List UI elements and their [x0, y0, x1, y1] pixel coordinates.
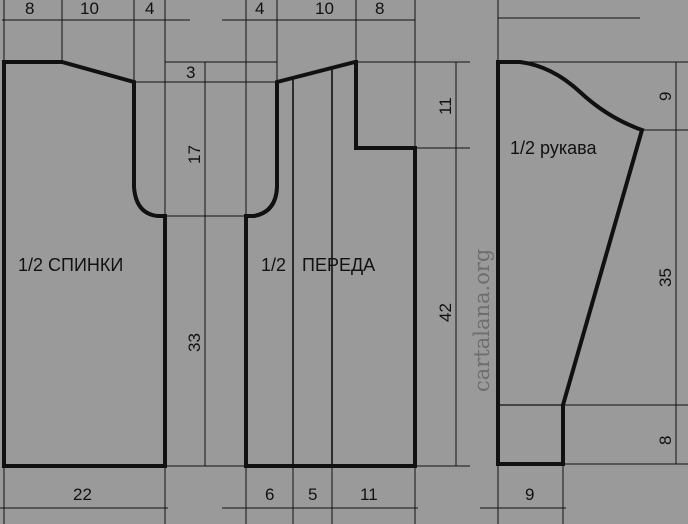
- dimension-labels: 8 10 4 4 10 8 3 17 33 11 42 9 35 8 22 6 …: [25, 0, 675, 504]
- dim-front-bottom-11: 11: [360, 485, 378, 504]
- dim-sleeve-right-9: 9: [656, 92, 675, 101]
- label-front: ПЕРЕДА: [302, 255, 375, 275]
- dim-sleeve-right-35: 35: [656, 268, 675, 287]
- dim-front-right-11: 11: [436, 97, 455, 115]
- dim-front-top-mid: 10: [315, 0, 334, 18]
- dim-front-right-42: 42: [436, 303, 455, 322]
- dim-front-top-left: 4: [255, 0, 264, 18]
- watermark: cartalana.org: [470, 249, 494, 392]
- dim-back-top-right: 4: [145, 0, 154, 18]
- dim-back-top-left: 8: [25, 0, 34, 18]
- dim-front-top-right: 8: [375, 0, 384, 18]
- front-outline: [244, 60, 417, 468]
- sleeve-piece: [496, 60, 645, 466]
- back-outline: [2, 60, 167, 468]
- dim-sleeve-right-8: 8: [656, 436, 675, 445]
- dim-center-17: 17: [185, 145, 204, 164]
- dim-sleeve-bottom: 9: [525, 485, 534, 504]
- sleeve-outline: [496, 60, 645, 466]
- dim-center-33: 33: [185, 333, 204, 352]
- dim-front-bottom-5: 5: [308, 485, 317, 504]
- back-piece: [2, 60, 167, 468]
- front-piece: [244, 60, 417, 468]
- dim-front-bottom-6: 6: [265, 485, 274, 504]
- label-back: 1/2 СПИНКИ: [18, 255, 123, 275]
- label-sleeve: 1/2 рукава: [510, 138, 597, 158]
- dim-back-bottom: 22: [73, 485, 92, 504]
- piece-labels: 1/2 СПИНКИ 1/2 ПЕРЕДА 1/2 рукава: [18, 138, 597, 275]
- label-front-fraction: 1/2: [261, 255, 286, 275]
- dim-center-3: 3: [186, 63, 195, 82]
- dim-back-top-mid: 10: [80, 0, 99, 18]
